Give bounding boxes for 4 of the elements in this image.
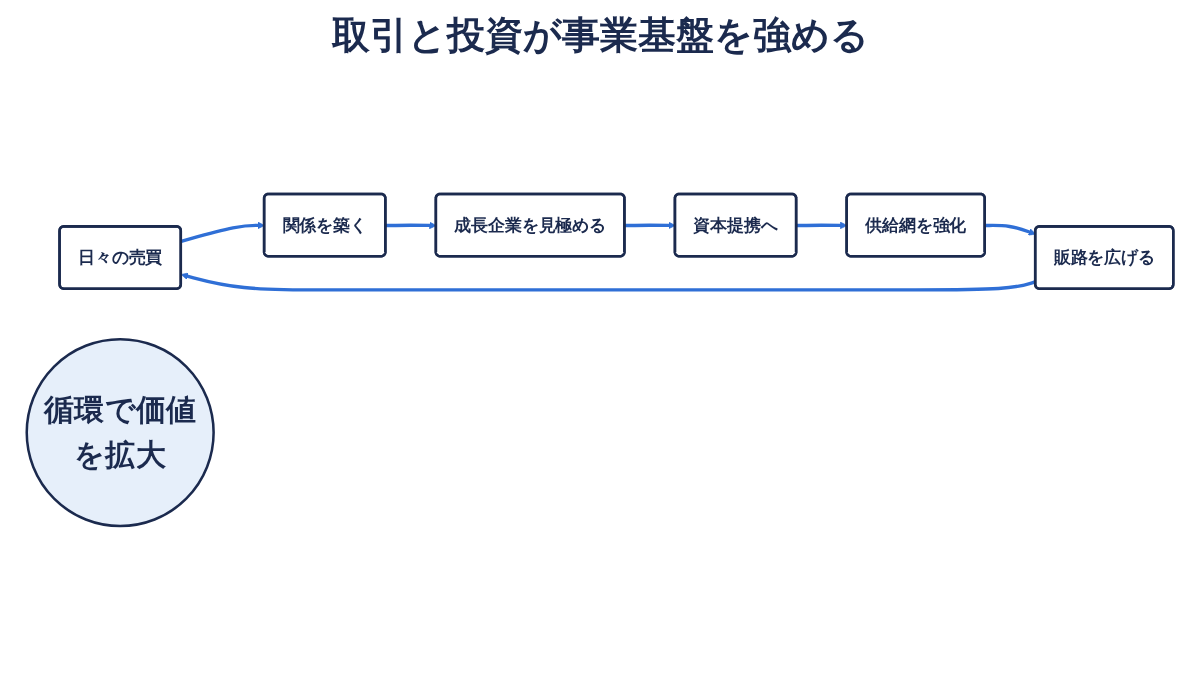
diagram-title: 取引と投資が事業基盤を強める — [330, 12, 870, 59]
arrow — [985, 223, 1036, 236]
node-circle: 循環で価値を拡大 — [25, 337, 215, 528]
arrow — [180, 221, 265, 243]
